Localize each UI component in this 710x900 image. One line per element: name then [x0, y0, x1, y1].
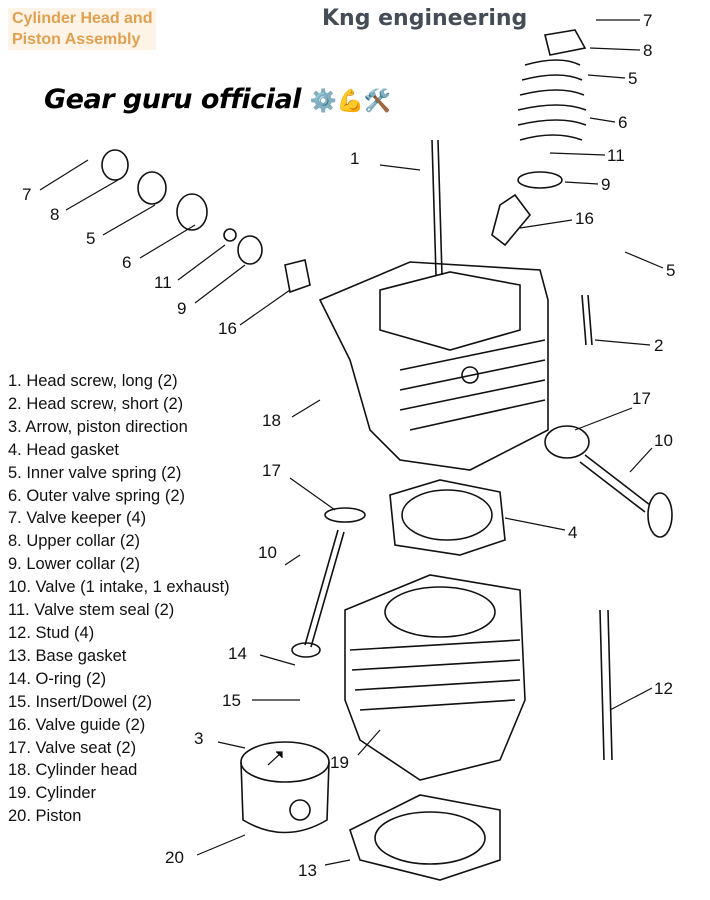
head-screw-long	[431, 139, 443, 276]
legend-item: 1. Head screw, long (2)	[8, 372, 178, 390]
legend-item: 11. Valve stem seal (2)	[8, 601, 175, 620]
piston	[240, 741, 330, 834]
callout: 8	[643, 41, 652, 60]
callout: 10	[654, 431, 673, 450]
legend-item: 15. Insert/Dowel (2)	[8, 692, 152, 711]
callout: 12	[654, 679, 673, 698]
valve-spring-stack-top	[491, 29, 587, 247]
callout: 9	[601, 175, 610, 194]
legend-item: 20. Piston	[8, 807, 82, 826]
callout: 16	[218, 319, 237, 338]
callout-labels: 7 8 5 6 11 9 16 5 2 17 10 4 12 19 13 20 …	[22, 11, 675, 880]
legend-item: 13. Base gasket	[8, 646, 127, 665]
callout: 5	[666, 261, 675, 280]
callout: 8	[50, 205, 59, 224]
callout: 9	[177, 299, 186, 318]
legend-item: 7. Valve keeper (4)	[8, 509, 147, 528]
head-screw-short	[581, 294, 593, 346]
cylinder	[344, 574, 526, 781]
callout: 5	[86, 229, 95, 248]
gear-arm-tools-icon: ⚙️💪🛠️	[309, 89, 391, 114]
callout: 17	[262, 461, 281, 480]
brand-label: Kng engineering	[322, 6, 528, 31]
callout: 7	[22, 185, 31, 204]
callout: 13	[298, 861, 317, 880]
legend-item: 2. Head screw, short (2)	[8, 394, 184, 413]
cylinder-head	[318, 261, 549, 471]
diagram-title: Cylinder Head and Piston Assembly	[8, 8, 157, 50]
title-line-1: Cylinder Head and	[12, 10, 153, 27]
legend-item: 5. Inner valve spring (2)	[8, 463, 182, 482]
title-line-2: Piston Assembly	[12, 31, 141, 48]
callout: 2	[654, 336, 663, 355]
valve-right	[544, 425, 673, 538]
watermark: Gear guru official ⚙️💪🛠️	[44, 84, 391, 115]
leader-lines	[39, 19, 664, 866]
callout: 6	[122, 253, 131, 272]
legend-item: 10. Valve (1 intake, 1 exhaust)	[8, 578, 230, 597]
stud	[599, 609, 613, 761]
watermark-text: Gear guru official	[44, 84, 301, 115]
legend-item: 3. Arrow, piston direction	[8, 417, 188, 436]
callout: 3	[194, 729, 203, 748]
legend-item: 4. Head gasket	[8, 440, 119, 459]
legend-item: 8. Upper collar (2)	[8, 532, 141, 551]
callout: 14	[228, 644, 247, 663]
legend-item: 6. Outer valve spring (2)	[8, 486, 185, 505]
valve-spring-stack-left	[101, 149, 311, 294]
callout: 4	[568, 523, 577, 542]
valve-seat	[324, 507, 366, 523]
parts-legend: 1. Head screw, long (2) 2. Head screw, s…	[8, 370, 230, 828]
callout: 15	[222, 691, 241, 710]
callout: 5	[628, 69, 637, 88]
legend-item: 12. Stud (4)	[8, 623, 95, 642]
callout: 19	[330, 753, 349, 772]
legend-item: 17. Valve seat (2)	[8, 738, 137, 757]
callout: 17	[632, 389, 651, 408]
callout: 7	[643, 11, 652, 30]
legend-item: 9. Lower collar (2)	[8, 555, 141, 574]
valve-left	[291, 529, 345, 658]
legend-item: 16. Valve guide (2)	[8, 715, 146, 734]
callout: 1	[350, 149, 359, 168]
callout: 16	[575, 209, 594, 228]
base-gasket	[349, 794, 501, 881]
callout: 18	[262, 411, 281, 430]
legend-item: 19. Cylinder	[8, 784, 97, 803]
callout: 20	[165, 848, 184, 867]
callout: 11	[154, 273, 172, 292]
callout: 11	[607, 146, 625, 165]
callout: 10	[258, 543, 277, 562]
legend-item: 18. Cylinder head	[8, 761, 138, 780]
head-gasket	[389, 479, 506, 556]
callout: 6	[618, 113, 627, 132]
legend-item: 14. O-ring (2)	[8, 669, 107, 688]
